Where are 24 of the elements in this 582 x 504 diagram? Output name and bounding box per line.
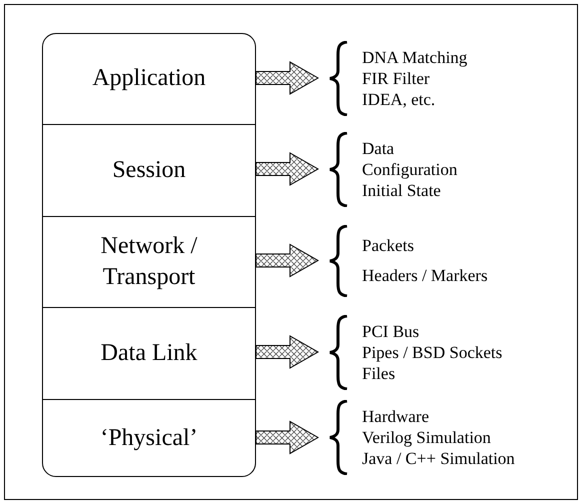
list-item: Hardware bbox=[362, 406, 430, 427]
block-arrow bbox=[256, 335, 319, 369]
layer-label: Network / Transport bbox=[100, 232, 198, 292]
list-item: Pipes / BSD Sockets bbox=[362, 342, 502, 362]
list-item: IDEA, etc. bbox=[362, 88, 436, 110]
list-item: Configuration bbox=[362, 158, 458, 180]
block-arrow bbox=[256, 61, 319, 95]
list-item: Java / C++ Simulation bbox=[362, 448, 515, 469]
block-arrow bbox=[256, 152, 319, 186]
list-item: DNA Matching bbox=[362, 46, 468, 68]
list-item: PCI Bus bbox=[362, 320, 420, 342]
block-arrow bbox=[256, 420, 319, 454]
list-item: Initial State bbox=[362, 180, 442, 200]
list-item: Verilog Simulation bbox=[362, 427, 492, 448]
layer-label: Data Link bbox=[100, 338, 198, 368]
list-item: Data bbox=[362, 138, 396, 158]
block-arrow bbox=[256, 244, 319, 278]
layer-label: Session bbox=[112, 156, 186, 185]
layer-label: ‘Physical’ bbox=[100, 424, 198, 454]
list-item: Headers / Markers bbox=[362, 264, 488, 286]
list-item: FIR Filter bbox=[362, 68, 431, 88]
layer-label: Application bbox=[92, 64, 206, 94]
list-item: Files bbox=[362, 362, 396, 384]
list-item: Packets bbox=[362, 234, 415, 256]
